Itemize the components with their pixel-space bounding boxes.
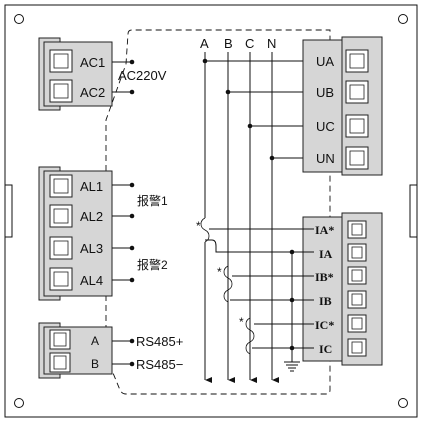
bus-label-n: N [267, 36, 276, 51]
alarm1-label: 报警1 [137, 193, 168, 208]
terminal-a: A [91, 334, 99, 348]
power-label: AC220V [118, 68, 167, 83]
terminal-ic-star: IC* [315, 318, 334, 332]
ct-mark-a: * [196, 219, 201, 233]
rs485-plus-label: RS485+ [136, 334, 183, 349]
ct-mark-c: * [239, 315, 244, 329]
terminal-ua: UA [316, 54, 334, 69]
right-notch [409, 184, 417, 238]
terminal-ib-star: IB* [315, 270, 334, 284]
terminal-ia: IA [319, 247, 333, 261]
bus-label-a: A [200, 36, 209, 51]
rs485-minus-label: RS485− [136, 357, 183, 372]
voltage-terminal-block [302, 36, 383, 176]
alarm2-label: 报警2 [137, 257, 168, 272]
current-terminal-block [302, 212, 383, 366]
terminal-al1: AL1 [80, 179, 103, 194]
terminal-al3: AL3 [80, 241, 103, 256]
terminal-al2: AL2 [80, 209, 103, 224]
terminal-ia-star: IA* [315, 223, 334, 237]
bus-label-c: C [245, 36, 254, 51]
terminal-ac2: AC2 [80, 85, 105, 100]
power-terminal-block [38, 37, 113, 111]
terminal-un: UN [316, 151, 335, 166]
alarm-terminal-block [38, 166, 113, 301]
ground-icon [284, 361, 300, 372]
mounting-hole-icon [14, 14, 408, 408]
terminal-ub: UB [316, 85, 334, 100]
bus-label-b: B [224, 36, 233, 51]
instrument-outline [105, 29, 331, 395]
ct-mark-b: * [217, 265, 222, 279]
terminal-b: B [91, 357, 99, 371]
left-notch [5, 184, 13, 238]
panel-outline [4, 4, 418, 418]
terminal-ib: IB [319, 294, 332, 308]
terminal-ic: IC [319, 342, 332, 356]
terminal-al4: AL4 [80, 273, 103, 288]
terminal-uc: UC [316, 119, 335, 134]
terminal-ac1: AC1 [80, 55, 105, 70]
bus-line-a [200, 52, 212, 383]
rs485-terminal-block [38, 322, 113, 379]
